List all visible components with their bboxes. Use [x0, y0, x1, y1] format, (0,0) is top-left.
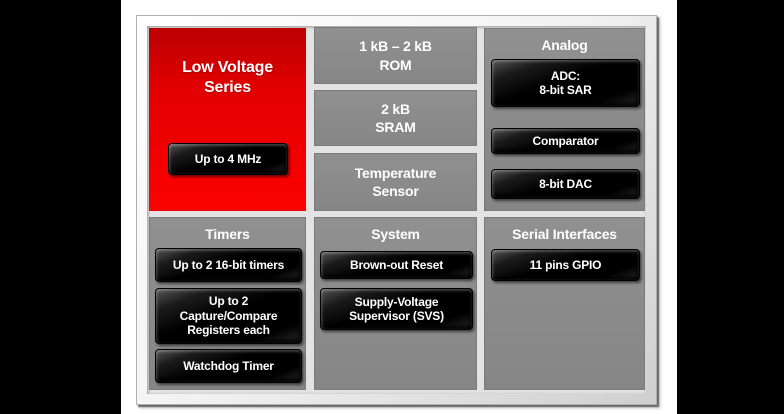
watchdog-timer-button: Watchdog Timer	[155, 349, 302, 383]
brown-out-reset-button: Brown-out Reset	[320, 251, 473, 279]
dac-label: 8-bit DAC	[539, 176, 592, 191]
adc-button: ADC: 8-bit SAR	[491, 59, 640, 107]
dac-button: 8-bit DAC	[491, 169, 640, 199]
rom-label: 1 kB – 2 kB ROM	[359, 38, 432, 73]
diagram-canvas: Low Voltage Series Up to 4 MHz 1 kB – 2 …	[147, 26, 646, 394]
timers-section: Timers Up to 2 16-bit timers Up to 2 Cap…	[149, 217, 306, 390]
svs-button: Supply-Voltage Supervisor (SVS)	[320, 288, 473, 330]
adc-label: ADC: 8-bit SAR	[539, 68, 592, 97]
temperature-sensor-block: Temperature Sensor	[314, 153, 477, 211]
watchdog-timer-label: Watchdog Timer	[183, 358, 274, 373]
analog-section: Analog ADC: 8-bit SAR Comparator 8-bit D…	[484, 28, 645, 211]
comparator-label: Comparator	[532, 133, 599, 148]
rom-block: 1 kB – 2 kB ROM	[314, 27, 477, 84]
gpio-label: 11 pins GPIO	[529, 257, 602, 272]
serial-interfaces-section: Serial Interfaces 11 pins GPIO	[484, 217, 645, 390]
low-voltage-series-block: Low Voltage Series Up to 4 MHz	[149, 28, 306, 211]
comparator-button: Comparator	[491, 128, 640, 154]
right-black-bar	[677, 0, 784, 414]
16bit-timers-button: Up to 2 16-bit timers	[155, 248, 302, 282]
sram-label: 2 kB SRAM	[375, 100, 416, 135]
16bit-timers-label: Up to 2 16-bit timers	[172, 257, 285, 272]
diagram-frame: Low Voltage Series Up to 4 MHz 1 kB – 2 …	[136, 15, 657, 405]
system-section: System Brown-out Reset Supply-Voltage Su…	[314, 217, 477, 390]
brown-out-reset-label: Brown-out Reset	[349, 257, 443, 272]
clock-speed-label: Up to 4 MHz	[194, 151, 262, 166]
sram-block: 2 kB SRAM	[314, 90, 477, 146]
svs-label: Supply-Voltage Supervisor (SVS)	[349, 294, 444, 323]
clock-speed-button: Up to 4 MHz	[168, 143, 288, 175]
temperature-sensor-label: Temperature Sensor	[354, 164, 437, 199]
low-voltage-series-title: Low Voltage Series	[182, 59, 273, 96]
timers-title: Timers	[205, 226, 250, 242]
left-black-bar	[0, 0, 121, 414]
analog-title: Analog	[541, 37, 588, 53]
system-title: System	[371, 226, 420, 242]
gpio-button: 11 pins GPIO	[491, 249, 640, 281]
capture-compare-button: Up to 2 Capture/Compare Registers each	[155, 288, 302, 344]
capture-compare-label: Up to 2 Capture/Compare Registers each	[179, 294, 278, 338]
serial-interfaces-title: Serial Interfaces	[512, 226, 617, 242]
